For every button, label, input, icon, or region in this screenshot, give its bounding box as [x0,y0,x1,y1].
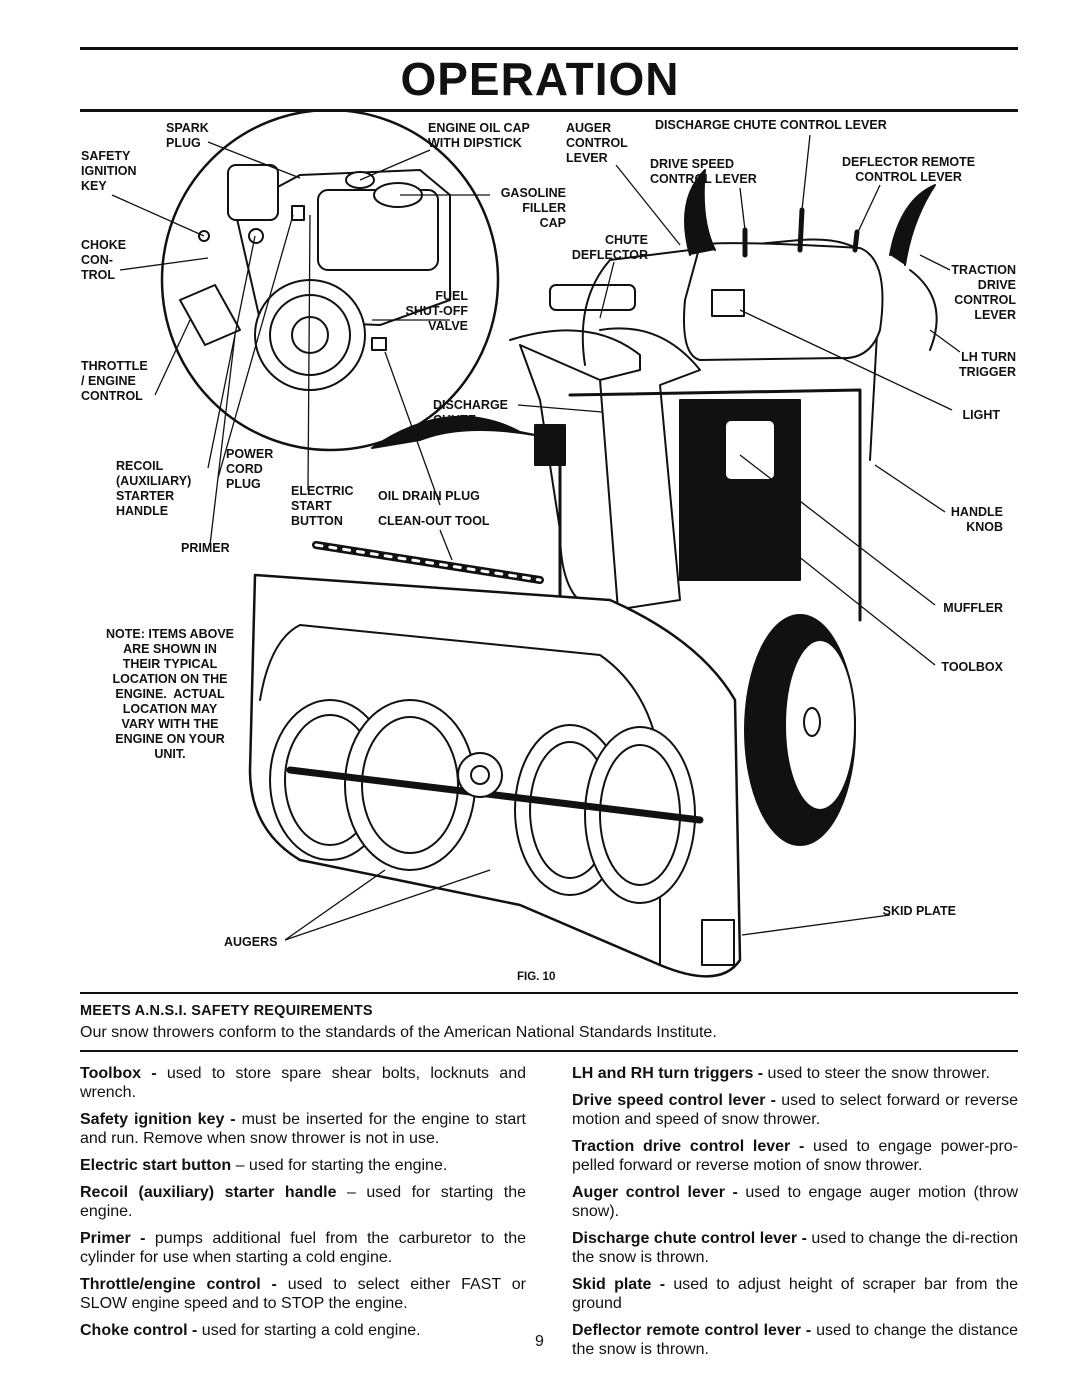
page-title: OPERATION [400,53,680,105]
definition-item: Safety ignition key - must be inserted f… [80,1110,526,1148]
definition-desc: must be inserted for the engine to start… [80,1111,527,1147]
label-deflector-remote-control-lever: DEFLECTOR REMOTE CONTROL LEVER [842,155,976,184]
engine-detail-circle [160,112,500,452]
definition-desc: used to engage auger motion (throw snow)… [572,1184,1019,1220]
definition-term: Auger control lever - [572,1184,738,1201]
label-discharge-chute: DISCHARGE CHUTE [433,398,509,427]
label-recoil-starter-handle: RECOIL (AUXILIARY) STARTER HANDLE [116,459,192,518]
right-column: LH and RH turn triggers - used to steer … [572,1064,1018,1367]
definition-item: Traction drive control lever - used to e… [572,1137,1018,1175]
definition-item: Primer - pumps additional fuel from the … [80,1229,526,1267]
definition-desc: used to steer the snow thrower. [763,1065,990,1082]
definition-desc: used to engage power-pro-pelled forward … [572,1138,1018,1174]
figure-caption: FIG. 10 [517,971,556,983]
section-rule [80,1050,1018,1052]
definition-term: LH and RH turn triggers - [572,1065,764,1082]
label-light: LIGHT [962,408,1001,422]
definition-term: Skid plate - [572,1276,666,1293]
ansi-text: Our snow throwers conform to the standar… [80,1024,717,1041]
definition-term: Electric start button [80,1157,232,1174]
definition-term: Choke control - [80,1322,198,1339]
definition-desc: pumps additional fuel from the carbureto… [80,1230,527,1266]
definition-term: Primer - [80,1230,146,1247]
definition-desc: – used for starting the engine. [80,1184,527,1220]
definition-item: Skid plate - used to adjust height of sc… [572,1275,1018,1313]
top-rule [80,47,1018,50]
definition-item: Deflector remote control lever - used to… [572,1321,1018,1359]
definition-desc: used for starting a cold engine. [197,1322,421,1339]
label-auger-control-lever: AUGER CONTROL LEVER [566,121,628,165]
snow-thrower-illustration [111,112,961,978]
augers-group [269,699,704,904]
definition-item: Choke control - used for starting a cold… [80,1321,526,1340]
definition-term: Traction drive control lever - [572,1138,805,1155]
definition-desc: used to change the distance the snow is … [572,1322,1019,1358]
definition-term: Recoil (auxiliary) starter handle [80,1184,337,1201]
label-clean-out-tool: CLEAN-OUT TOOL [378,514,490,528]
label-toolbox: TOOLBOX [941,660,1003,674]
label-electric-start-button: ELECTRIC START BUTTON [291,484,354,528]
label-safety-ignition-key: SAFETY IGNITION KEY [81,149,137,193]
definition-term: Discharge chute control lever - [572,1230,807,1247]
label-note: NOTE: ITEMS ABOVE ARE SHOWN IN THEIR TYP… [105,627,234,761]
definition-term: Deflector remote control lever - [572,1322,812,1339]
label-gasoline-filler-cap: GASOLINE FILLER CAP [500,186,566,230]
definition-item: Toolbox - used to store spare shear bolt… [80,1064,526,1102]
label-muffler: MUFFLER [943,601,1003,615]
figure-bottom-rule [80,992,1018,994]
snow-thrower-figure: SPARK PLUG ENGINE OIL CAP WITH DIPSTICK … [80,112,1018,990]
label-augers: AUGERS [224,935,278,949]
definition-desc: used to change the di-rection the snow i… [572,1230,1018,1266]
title-underline [80,109,1018,112]
label-choke-control: CHOKE CON- TROL [81,238,127,282]
definition-term: Toolbox - [80,1065,157,1082]
definition-desc: used to adjust height of scraper bar fro… [572,1276,1018,1312]
definition-item: Electric start button – used for startin… [80,1156,526,1175]
label-lh-turn-trigger: LH TURN TRIGGER [959,350,1016,379]
label-drive-speed-control-lever: DRIVE SPEED CONTROL LEVER [650,157,757,186]
definition-desc: used to select forward or reverse motion… [572,1092,1018,1128]
label-engine-oil-cap: ENGINE OIL CAP WITH DIPSTICK [428,121,530,150]
definition-desc: used to select either FAST or SLOW engin… [80,1276,526,1312]
definition-term: Drive speed control lever - [572,1092,776,1109]
label-primer: PRIMER [181,541,230,555]
definition-item: Auger control lever - used to engage aug… [572,1183,1018,1221]
definition-item: LH and RH turn triggers - used to steer … [572,1064,1018,1083]
label-skid-plate: SKID PLATE [882,904,956,918]
definition-item: Drive speed control lever - used to sele… [572,1091,1018,1129]
label-oil-drain-plug: OIL DRAIN PLUG [378,489,480,503]
definition-term: Throttle/engine control - [80,1276,277,1293]
label-throttle-engine-control: THROTTLE / ENGINE CONTROL [81,359,148,403]
page-number: 9 [535,1333,544,1350]
definition-term: Safety ignition key - [80,1111,236,1128]
label-spark-plug: SPARK PLUG [166,121,209,150]
definition-item: Discharge chute control lever - used to … [572,1229,1018,1267]
ansi-heading: MEETS A.N.S.I. SAFETY REQUIREMENTS [80,1003,373,1019]
label-power-cord-plug: POWER CORD PLUG [226,447,274,491]
label-discharge-chute-control-lever: DISCHARGE CHUTE CONTROL LEVER [655,118,887,132]
label-fuel-shutoff-valve: FUEL SHUT-OFF VALVE [405,289,469,333]
definition-item: Throttle/engine control - used to select… [80,1275,526,1313]
definition-desc: – used for starting the engine. [231,1157,448,1174]
definition-desc: used to store spare shear bolts, locknut… [80,1065,527,1101]
left-column: Toolbox - used to store spare shear bolt… [80,1064,526,1348]
label-traction-drive-control-lever: TRACTION DRIVE CONTROL LEVER [951,263,1016,322]
label-handle-knob: HANDLE KNOB [950,505,1003,534]
label-chute-deflector: CHUTE DEFLECTOR [571,233,648,262]
definition-item: Recoil (auxiliary) starter handle – used… [80,1183,526,1221]
